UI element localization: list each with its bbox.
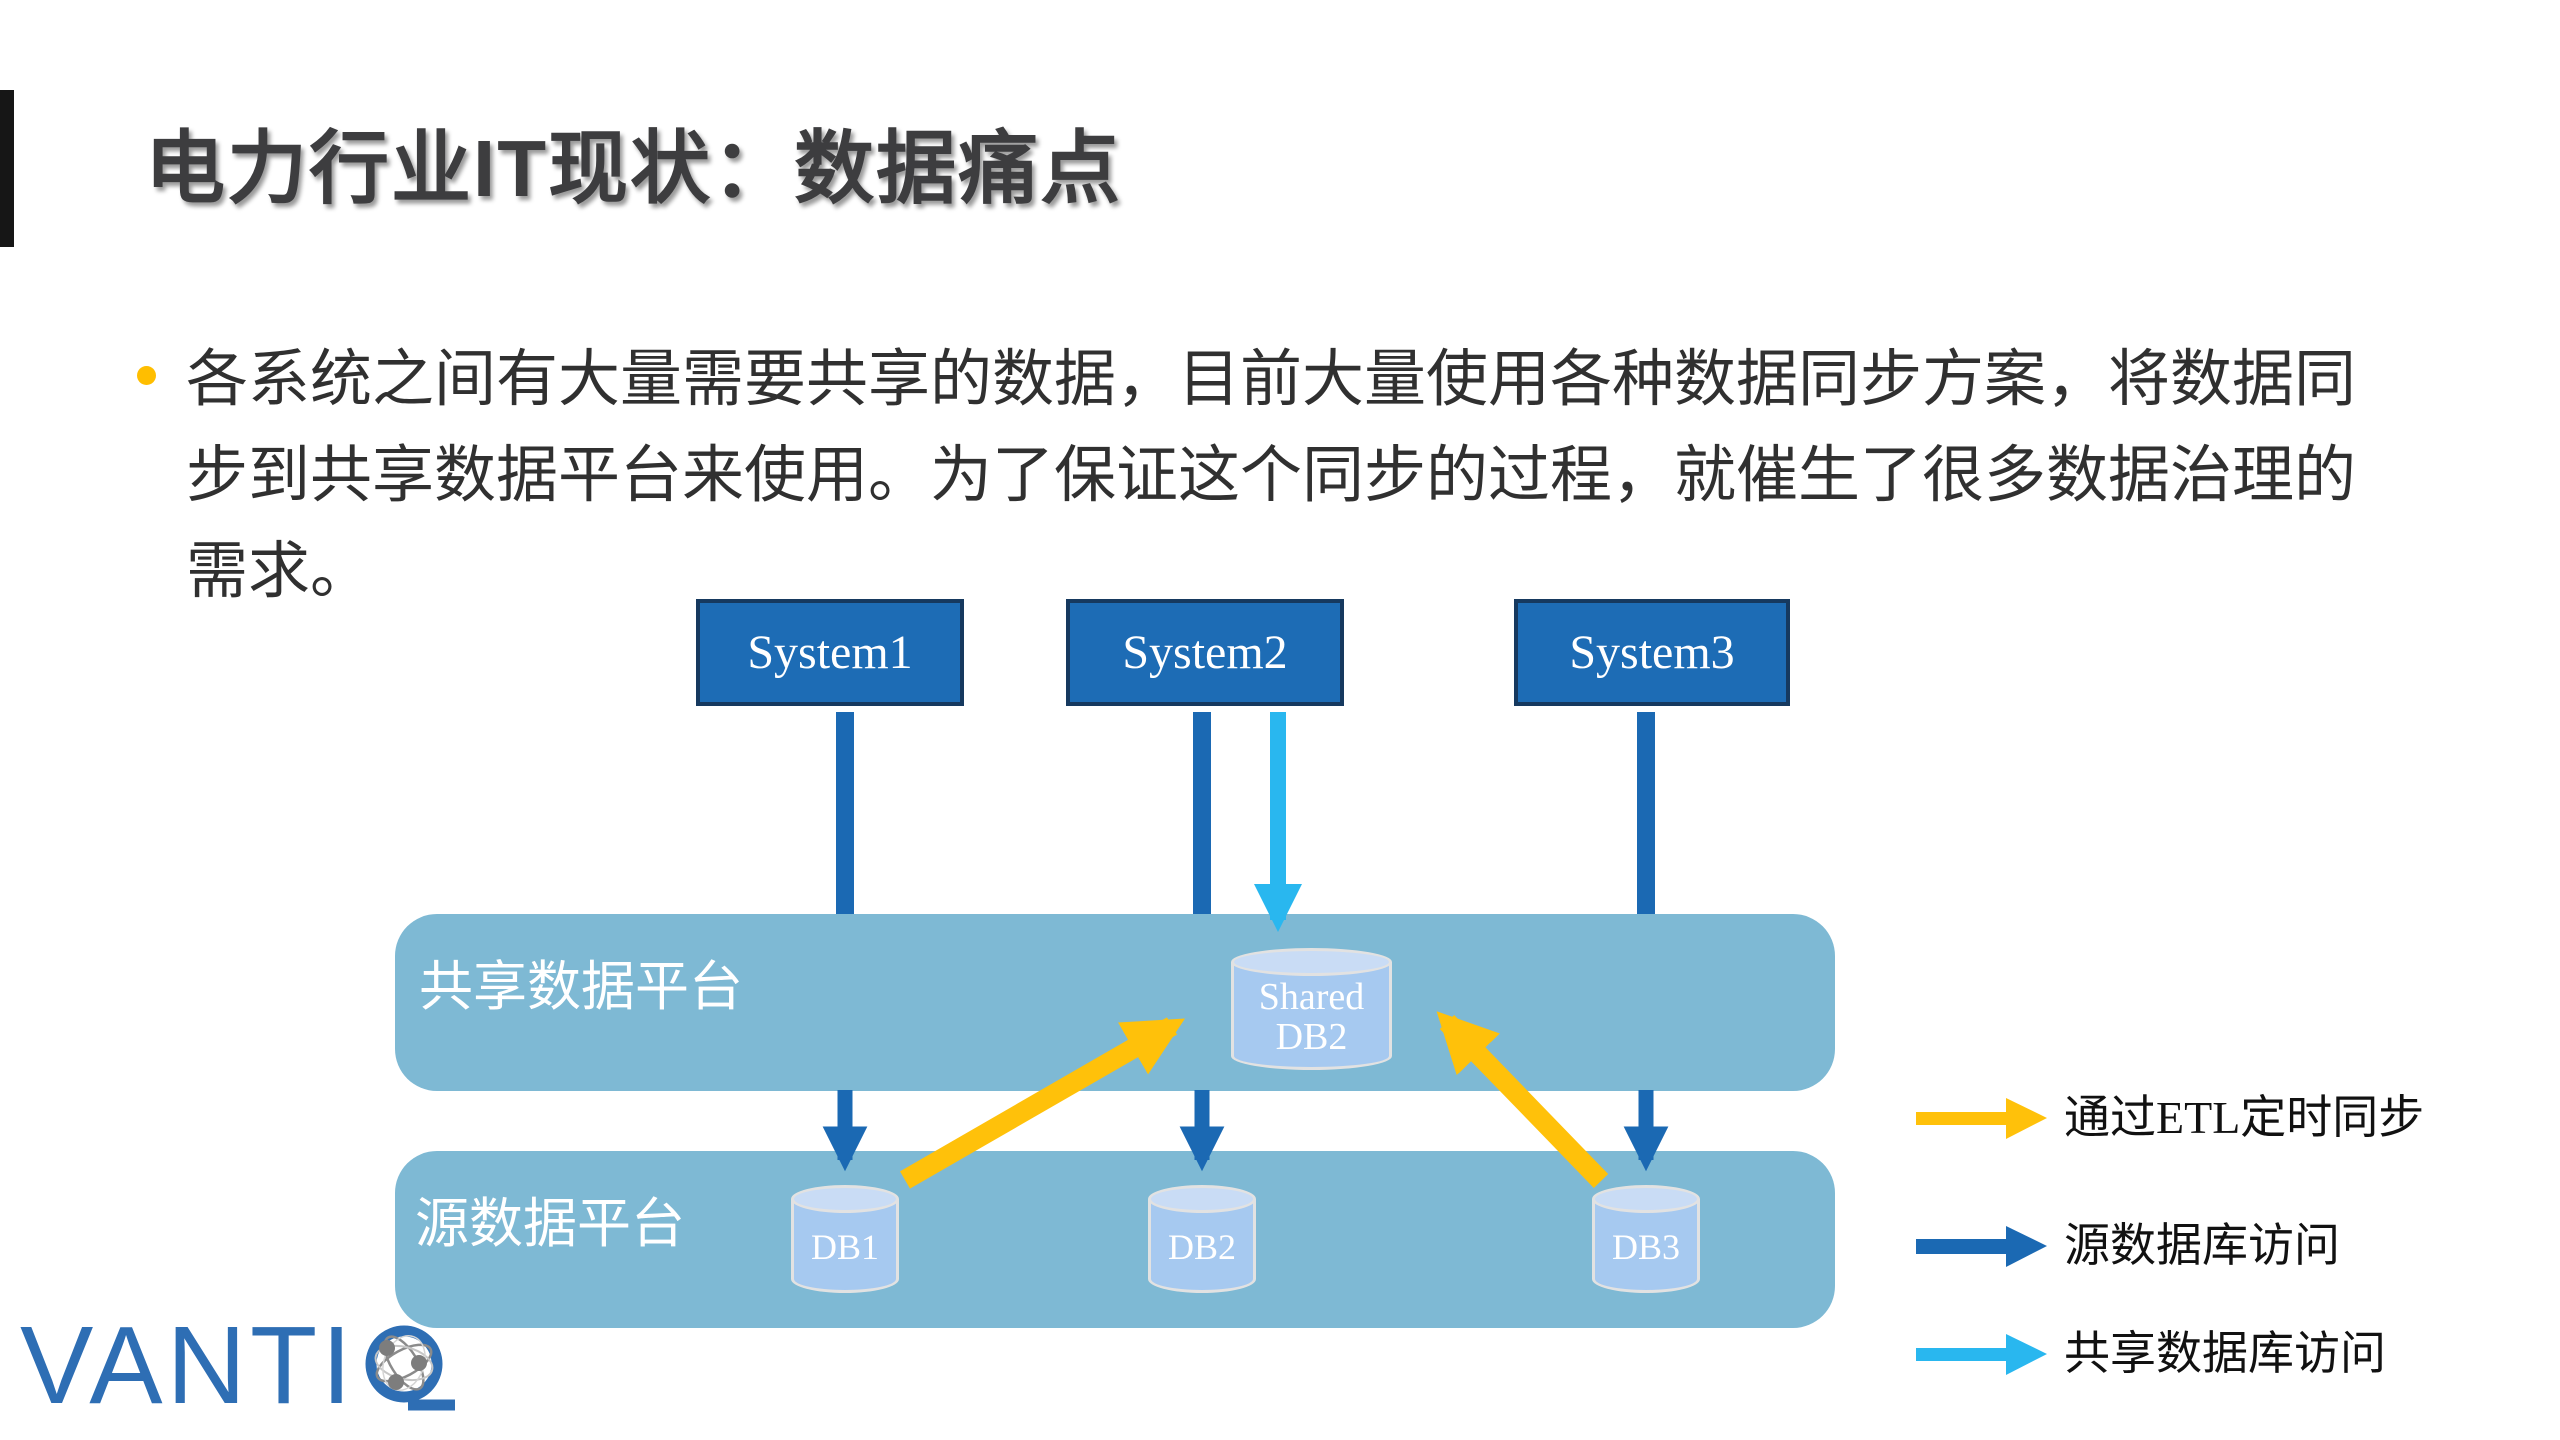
legend-row-shared-access: 共享数据库访问 (1914, 1331, 2386, 1377)
cylinder-top (1231, 948, 1392, 976)
paragraph-line: 各系统之间有大量需要共享的数据，目前大量使用各种数据同步方案，将数据同 (186, 346, 2357, 414)
system2-label: System2 (1122, 626, 1288, 679)
bullet-dot (137, 366, 156, 385)
db2-label: DB2 (1167, 1227, 1236, 1267)
shared-data-platform: 共享数据平台 (395, 914, 1835, 1091)
system3-label: System3 (1569, 626, 1735, 679)
legend-row-etl: 通过ETL定时同步 (1914, 1095, 2424, 1141)
cylinder-top (1592, 1185, 1700, 1213)
cylinder-top (791, 1185, 899, 1213)
title-accent-bar (0, 90, 14, 247)
shared-db2-line2: DB2 (1275, 1016, 1348, 1058)
db1-label: DB1 (810, 1227, 879, 1267)
shared-db2-cylinder: Shared DB2 (1231, 948, 1392, 1070)
source-access-arrow-icon (1916, 1226, 2047, 1267)
shared-access-arrow-icon (1916, 1334, 2047, 1375)
system1-box: System1 (696, 599, 964, 706)
shared-db2-line1: Shared (1258, 976, 1365, 1018)
legend-row-source-access: 源数据库访问 (1914, 1223, 2340, 1269)
db1-cylinder: DB1 (791, 1185, 899, 1293)
cylinder-body (1231, 962, 1392, 1070)
db3-cylinder: DB3 (1592, 1185, 1700, 1293)
legend-label-etl: 通过ETL定时同步 (2064, 1092, 2425, 1143)
vantiq-logo: VANTI (20, 1304, 460, 1427)
legend-label-source-access: 源数据库访问 (2064, 1220, 2340, 1271)
cylinder-body (1592, 1199, 1700, 1293)
system3-box: System3 (1514, 599, 1790, 706)
source-platform-label: 源数据平台 (415, 1194, 685, 1254)
intro-paragraph: 各系统之间有大量需要共享的数据，目前大量使用各种数据同步方案，将数据同 步到共享… (186, 332, 2486, 620)
etl-arrow-icon (1916, 1098, 2047, 1139)
paragraph-line: 步到共享数据平台来使用。为了保证这个同步的过程，就催生了很多数据治理的 (186, 442, 2357, 510)
legend-label-shared-access: 共享数据库访问 (2064, 1328, 2386, 1379)
cylinder-top (1148, 1185, 1256, 1213)
vantiq-q-globe-icon (365, 1325, 455, 1411)
cylinder-body (791, 1199, 899, 1293)
shared-platform-label: 共享数据平台 (419, 957, 743, 1017)
paragraph-line: 需求。 (186, 538, 373, 606)
db2-cylinder: DB2 (1148, 1185, 1256, 1293)
system1-label: System1 (747, 626, 913, 679)
shared-db2-label: Shared DB2 (1231, 964, 1392, 1070)
db3-label: DB3 (1611, 1227, 1680, 1267)
vantiq-logo-text: VANTI (20, 1304, 356, 1427)
system2-box: System2 (1066, 599, 1344, 706)
cylinder-body (1148, 1199, 1256, 1293)
page-title: 电力行业IT现状：数据痛点 (145, 124, 1123, 213)
